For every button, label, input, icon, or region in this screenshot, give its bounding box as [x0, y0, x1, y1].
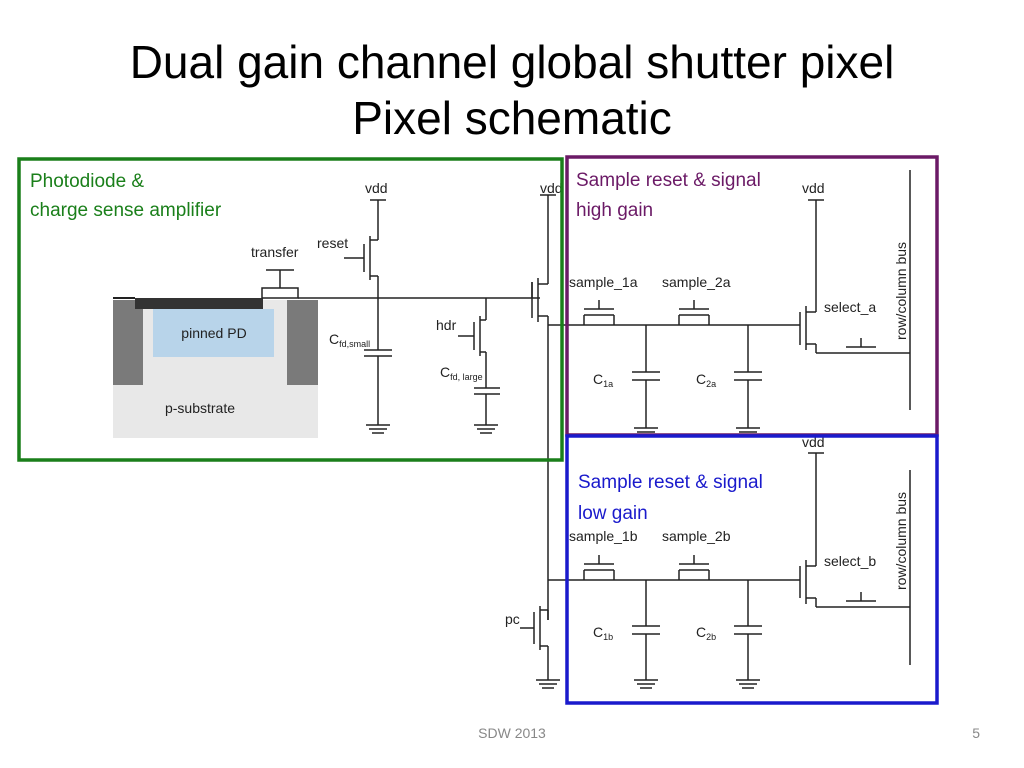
- c1a-label: C1a: [593, 371, 613, 389]
- vdd-label: vdd: [802, 180, 825, 196]
- page-number: 5: [972, 725, 980, 741]
- photodiode-section-title: Photodiode &: [30, 171, 144, 192]
- photodiode-section-box: [17, 157, 564, 462]
- c1b-label: C1b: [593, 624, 613, 642]
- title-line-1: Dual gain channel global shutter pixel: [129, 36, 895, 88]
- pinning-layer: [135, 298, 263, 309]
- c2b-label: C2b: [696, 624, 716, 642]
- transfer-gate: [261, 287, 299, 299]
- sample-1b-label: sample_1b: [569, 528, 638, 544]
- hdr-label: hdr: [436, 317, 457, 333]
- vdd-label: vdd: [802, 434, 825, 450]
- high-gain-section-subtitle: high gain: [576, 200, 653, 221]
- low-gain-section-title: Sample reset & signal: [578, 472, 763, 493]
- high-gain-section-title: Sample reset & signal: [576, 170, 761, 191]
- pinned-pd-label: pinned PD: [181, 325, 246, 341]
- schematic-wires: [298, 170, 911, 689]
- isolation-left: [113, 300, 143, 385]
- title-line-2: Pixel schematic: [352, 92, 672, 144]
- p-substrate-label: p-substrate: [165, 400, 235, 416]
- transfer-label: transfer: [251, 244, 299, 260]
- vdd-label: vdd: [540, 180, 563, 196]
- footer-conference: SDW 2013: [478, 725, 546, 741]
- photodiode-cross-section: pinned PD p-substrate transfer: [113, 244, 318, 438]
- low-gain-section-box: [565, 434, 939, 705]
- reset-label: reset: [317, 235, 348, 251]
- c-fd-small-label: Cfd,small: [329, 331, 370, 349]
- select-b-label: select_b: [824, 553, 876, 569]
- slide-title: Dual gain channel global shutter pixel P…: [0, 34, 1024, 146]
- c2a-label: C2a: [696, 371, 716, 389]
- vdd-label: vdd: [365, 180, 388, 196]
- sample-1a-label: sample_1a: [569, 274, 638, 290]
- c-fd-large-label: Cfd, large: [440, 364, 483, 382]
- row-column-bus-a-label: row/column bus: [893, 242, 909, 340]
- sample-2a-label: sample_2a: [662, 274, 731, 290]
- isolation-right: [287, 300, 318, 385]
- pc-label: pc: [505, 611, 520, 627]
- schematic-labels: vdd vdd vdd vdd reset hdr Cfd,small Cfd,…: [317, 180, 909, 642]
- select-a-label: select_a: [824, 299, 876, 315]
- high-gain-section-box: [565, 155, 939, 437]
- sample-2b-label: sample_2b: [662, 528, 731, 544]
- low-gain-section-subtitle: low gain: [578, 503, 648, 524]
- pinned-pd-region: [153, 309, 274, 357]
- row-column-bus-b-label: row/column bus: [893, 492, 909, 590]
- photodiode-section-subtitle: charge sense amplifier: [30, 200, 222, 221]
